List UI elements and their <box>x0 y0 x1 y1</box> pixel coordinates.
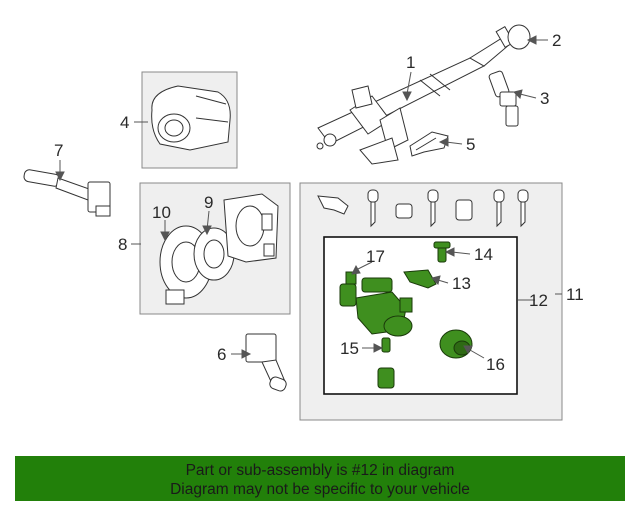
callout-12: 12 <box>529 291 548 310</box>
key-set-part <box>317 189 529 228</box>
leader-lines <box>55 35 562 359</box>
universal-joint-part <box>488 70 519 127</box>
callout-6: 6 <box>217 345 226 364</box>
wiper-switch-part <box>23 169 111 217</box>
cap-part <box>507 24 531 50</box>
clock-spring-part <box>159 225 235 305</box>
banner-line-part-number: Part or sub-assembly is #12 in diagram <box>185 462 455 479</box>
callout-5: 5 <box>466 135 475 154</box>
box-12 <box>323 236 518 395</box>
callout-17: 17 <box>366 247 385 266</box>
banner-line-disclaimer: Diagram may not be specific to your vehi… <box>170 481 470 498</box>
callout-8: 8 <box>118 235 127 254</box>
callout-14: 14 <box>474 245 493 264</box>
callout-11: 11 <box>566 285 584 304</box>
callout-10: 10 <box>152 203 171 222</box>
callout-7: 7 <box>54 141 63 160</box>
callout-15: 15 <box>340 339 359 358</box>
callout-16: 16 <box>486 355 505 374</box>
callout-3: 3 <box>540 89 549 108</box>
ignition-lock-assembly-part <box>339 241 473 389</box>
callout-2: 2 <box>552 31 561 50</box>
callout-9: 9 <box>204 193 213 212</box>
parts-diagram: 1 2 3 4 5 6 7 8 9 10 11 12 13 14 15 16 1… <box>23 24 584 421</box>
bracket-part <box>409 131 449 157</box>
clock-spring-housing-part <box>223 193 279 263</box>
info-banner: Part or sub-assembly is #12 in diagram D… <box>15 456 625 501</box>
callout-1: 1 <box>406 53 415 72</box>
light-switch-part <box>245 333 287 392</box>
callout-4: 4 <box>120 113 129 132</box>
callout-13: 13 <box>452 274 471 293</box>
column-cover-part <box>151 85 231 151</box>
